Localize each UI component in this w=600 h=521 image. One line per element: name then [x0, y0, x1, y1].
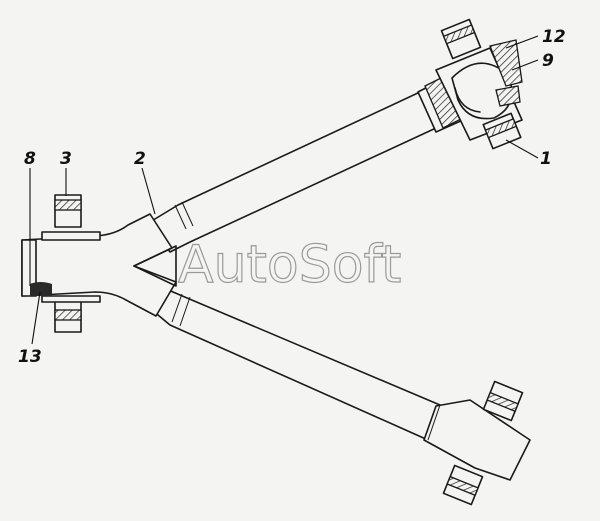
callout-8: 8 [24, 149, 36, 169]
callout-9: 9 [542, 51, 554, 71]
callout-13: 13 [18, 347, 42, 367]
callout-12: 12 [542, 27, 566, 47]
callout-2: 2 [134, 149, 146, 169]
lower-arm-tube [139, 281, 441, 441]
lower-ball-joint [423, 380, 531, 506]
leader-lines [29, 35, 539, 345]
upper-ball-joint [417, 18, 523, 150]
upper-arm-tube [149, 91, 437, 253]
watermark-text: AutoSoft [178, 235, 401, 295]
callout-3: 3 [60, 149, 72, 169]
callout-1: 1 [540, 149, 552, 169]
left-ball-pin [21, 194, 101, 333]
